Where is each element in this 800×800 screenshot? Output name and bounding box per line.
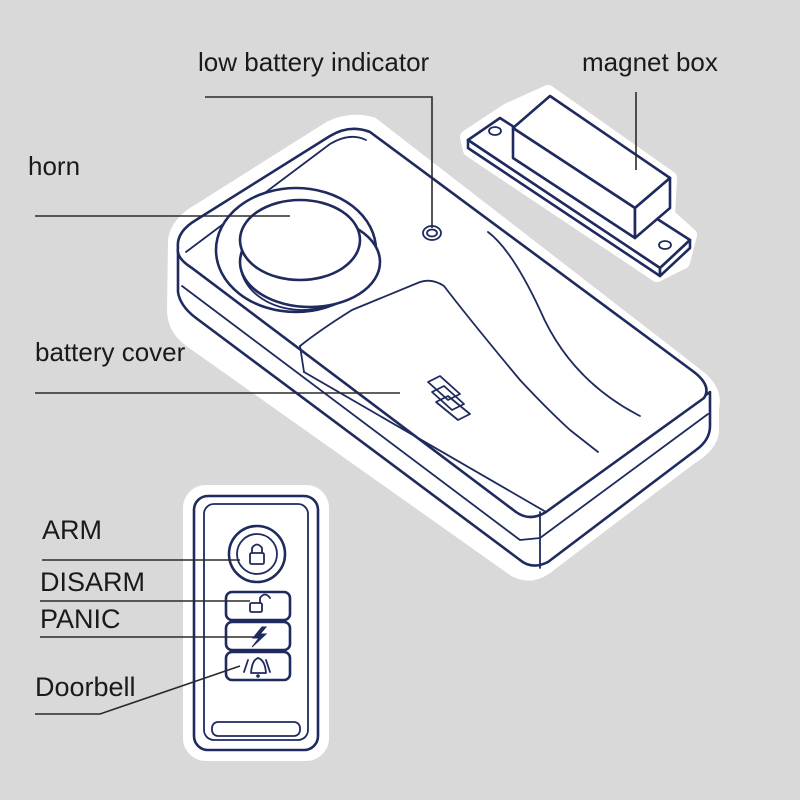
leader-lines (35, 92, 637, 715)
lightning-icon (251, 626, 268, 648)
disarm-label: DISARM (40, 567, 146, 597)
disarm-button (224, 590, 292, 622)
low-battery-indicator-label: low battery indicator (198, 47, 430, 77)
lock-icon (249, 543, 265, 565)
remote-control (183, 485, 329, 761)
arm-label: ARM (42, 515, 102, 545)
alarm-unit (167, 114, 720, 581)
doorbell-button (224, 650, 292, 682)
magnet-box (460, 85, 697, 282)
horn-label: horn (28, 151, 81, 181)
battery-cover-label: battery cover (35, 337, 186, 367)
bell-icon (243, 657, 271, 678)
unlock-icon (249, 593, 271, 613)
leader-low-battery (205, 96, 433, 228)
panic-label: PANIC (40, 604, 121, 634)
doorbell-label: Doorbell (35, 672, 136, 702)
magnet-box-label: magnet box (582, 47, 718, 77)
leader-doorbell (35, 665, 241, 715)
